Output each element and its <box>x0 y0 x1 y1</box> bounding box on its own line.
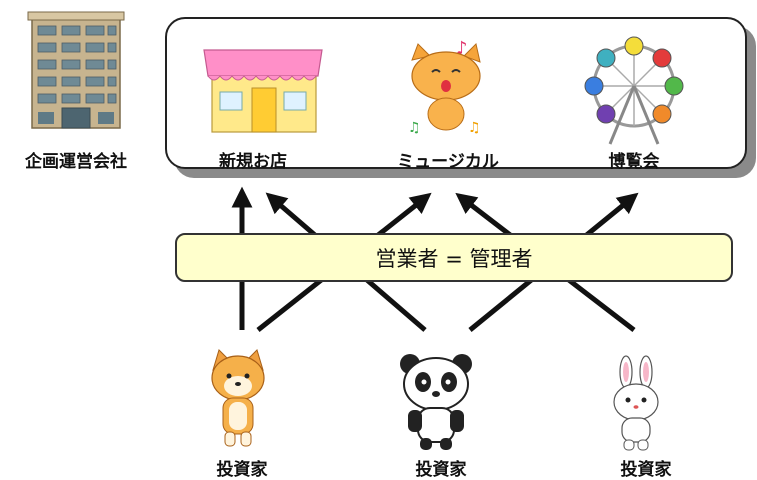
business-label-shop: 新規お店 <box>219 152 287 172</box>
ferris-wheel-icon <box>584 36 684 145</box>
svg-text:♪: ♪ <box>456 38 468 59</box>
investor-label-1: 投資家 <box>216 460 268 480</box>
rabbit-icon <box>613 355 659 451</box>
company-label: 企画運営会社 <box>25 152 127 172</box>
investor-label-3: 投資家 <box>620 460 672 480</box>
business-label-expo: 博覧会 <box>608 152 660 172</box>
investor-label-2: 投資家 <box>415 460 467 480</box>
shiba-dog-icon <box>211 349 265 447</box>
shop-icon <box>203 49 323 133</box>
panda-icon <box>400 354 472 450</box>
business-label-musical: ミュージカル <box>397 152 499 172</box>
svg-text:♫: ♫ <box>468 120 481 136</box>
singing-cat-icon: ♪ ♫ ♫ <box>408 38 481 136</box>
manager-banner: 営業者 = 管理者 <box>175 233 733 282</box>
office-building-icon <box>27 11 125 129</box>
svg-text:♫: ♫ <box>408 120 421 136</box>
